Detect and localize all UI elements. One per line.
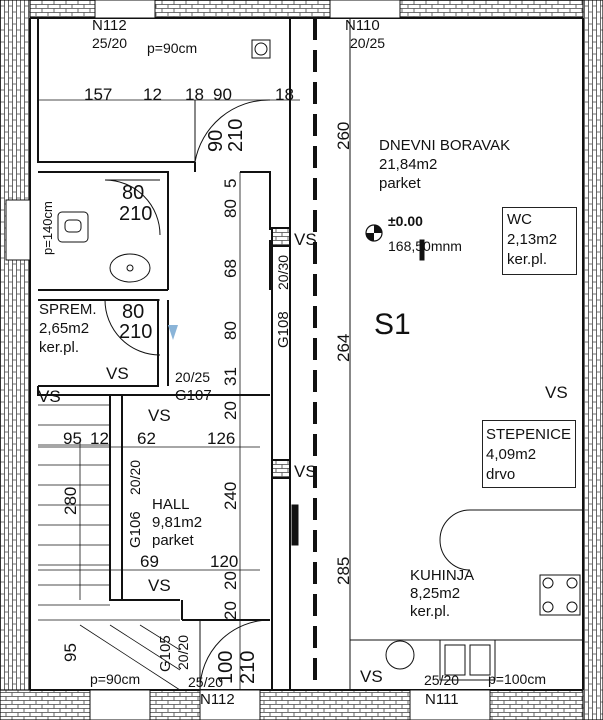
wall-dim-n112-top: 25/20 bbox=[92, 35, 128, 51]
door-1-width: 90 bbox=[205, 129, 227, 152]
vs-marker: VS bbox=[148, 576, 171, 595]
wall-tag-g108: G108 bbox=[275, 311, 292, 348]
room-sprem-name: SPREM. bbox=[39, 301, 97, 318]
dim-v20-b: 20 bbox=[221, 571, 240, 590]
wall-tag-n110-top: N110 bbox=[345, 17, 380, 34]
room-wc-area: 2,13m2 bbox=[507, 231, 558, 248]
parapet-wc-side: p=140cm bbox=[40, 201, 55, 255]
zone-label: S1 bbox=[374, 308, 411, 341]
door-swings bbox=[104, 99, 271, 691]
door-wc-width: 80 bbox=[122, 182, 145, 204]
wall-tag-g105: G105 bbox=[157, 635, 174, 672]
wall-dim-g108: 20/30 bbox=[275, 254, 291, 290]
dim-12-b: 12 bbox=[90, 429, 109, 448]
room-hall-area: 9,81m2 bbox=[152, 514, 203, 531]
room-sprem-floor: ker.pl. bbox=[39, 339, 80, 356]
vs-marker: VS bbox=[148, 406, 171, 425]
room-stepenice-name: STEPENICE bbox=[486, 426, 572, 443]
wall-tag-n112-bottom: N112 bbox=[200, 691, 235, 708]
wall-tag-g107: G107 bbox=[175, 387, 212, 404]
vs-marker: VS bbox=[38, 387, 61, 406]
dim-62: 62 bbox=[137, 429, 156, 448]
stairs bbox=[38, 404, 181, 691]
parapet-top: p=90cm bbox=[147, 40, 198, 56]
door-1-height: 210 bbox=[225, 118, 247, 152]
dim-v260: 260 bbox=[334, 121, 353, 150]
dim-18-b: 18 bbox=[275, 85, 294, 104]
vs-marker: VS bbox=[294, 462, 317, 481]
room-wc-box bbox=[502, 207, 577, 275]
dim-18: 18 bbox=[185, 85, 204, 104]
dim-69: 69 bbox=[140, 552, 159, 571]
room-stepenice-area: 4,09m2 bbox=[486, 446, 537, 463]
dim-v280: 280 bbox=[61, 486, 80, 515]
wall-tag-n112-top: N112 bbox=[92, 17, 127, 34]
room-wc-name: WC bbox=[507, 211, 532, 228]
dim-12: 12 bbox=[143, 85, 162, 104]
room-stepenice-floor: drvo bbox=[486, 466, 516, 483]
vs-marker: VS bbox=[106, 364, 129, 383]
dim-v264: 264 bbox=[334, 333, 353, 362]
room-dnevni-area: 21,84m2 bbox=[379, 156, 438, 173]
vs-marker: VS bbox=[545, 383, 568, 402]
dim-v20: 20 bbox=[221, 401, 240, 420]
level-elevation: 168,50mnm bbox=[388, 238, 462, 254]
dimension-lines bbox=[38, 60, 351, 690]
dim-90: 90 bbox=[213, 85, 232, 104]
dim-v31: 31 bbox=[221, 367, 240, 386]
room-dnevni-floor: parket bbox=[379, 175, 421, 192]
wall-dim-n110-top: 20/25 bbox=[350, 35, 386, 51]
room-hall-name: HALL bbox=[152, 496, 190, 513]
door-bottom-width: 100 bbox=[215, 650, 237, 684]
room-sprem-area: 2,65m2 bbox=[39, 320, 90, 337]
parapet-right: p=100cm bbox=[488, 671, 546, 687]
room-stepenice-box bbox=[482, 420, 576, 488]
dim-120: 120 bbox=[210, 552, 239, 571]
dim-126: 126 bbox=[207, 429, 236, 448]
level-mark: ±0.00 bbox=[388, 213, 423, 229]
room-dnevni-name: DNEVNI BORAVAK bbox=[379, 137, 511, 154]
door-sprem-height: 210 bbox=[119, 321, 153, 343]
wall-dim-g106: 20/20 bbox=[127, 459, 143, 495]
door-bottom-height: 210 bbox=[237, 650, 259, 684]
wall-dim-g105: 20/20 bbox=[175, 634, 191, 670]
dim-v240: 240 bbox=[221, 481, 240, 510]
dim-95: 95 bbox=[63, 429, 82, 448]
level-marker-symbol bbox=[365, 224, 383, 242]
room-kuhinja-name: KUHINJA bbox=[410, 567, 475, 584]
dim-v20-c: 20 bbox=[221, 601, 240, 620]
dim-v68: 68 bbox=[221, 259, 240, 278]
dim-v80: 80 bbox=[221, 199, 240, 218]
parapet-bottom: p=90cm bbox=[90, 671, 141, 687]
wall-dim-n111-bottom: 25/20 bbox=[424, 672, 460, 688]
vs-marker: VS bbox=[294, 230, 317, 249]
interior-walls bbox=[37, 18, 351, 690]
wall-tag-g106: G106 bbox=[127, 511, 144, 548]
room-kuhinja-area: 8,25m2 bbox=[410, 585, 461, 602]
room-wc-floor: ker.pl. bbox=[507, 251, 548, 268]
dim-157: 157 bbox=[84, 85, 113, 104]
wall-dim-n112-bottom: 25/20 bbox=[188, 674, 224, 690]
dim-v80-b: 80 bbox=[221, 321, 240, 340]
wall-tag-n111-bottom: N111 bbox=[425, 691, 459, 708]
room-hall-floor: parket bbox=[152, 532, 194, 549]
dim-v285: 285 bbox=[334, 556, 353, 585]
wc-fixtures bbox=[57, 39, 271, 283]
door-wc-height: 210 bbox=[119, 203, 153, 225]
vs-marker: VS bbox=[360, 667, 383, 686]
dim-v5: 5 bbox=[221, 178, 240, 188]
kitchen-counter bbox=[168, 239, 584, 681]
dim-v95: 95 bbox=[61, 643, 80, 662]
room-kuhinja-floor: ker.pl. bbox=[410, 603, 451, 620]
door-sprem-width: 80 bbox=[122, 301, 145, 323]
wall-dim-g107: 20/25 bbox=[175, 369, 211, 385]
